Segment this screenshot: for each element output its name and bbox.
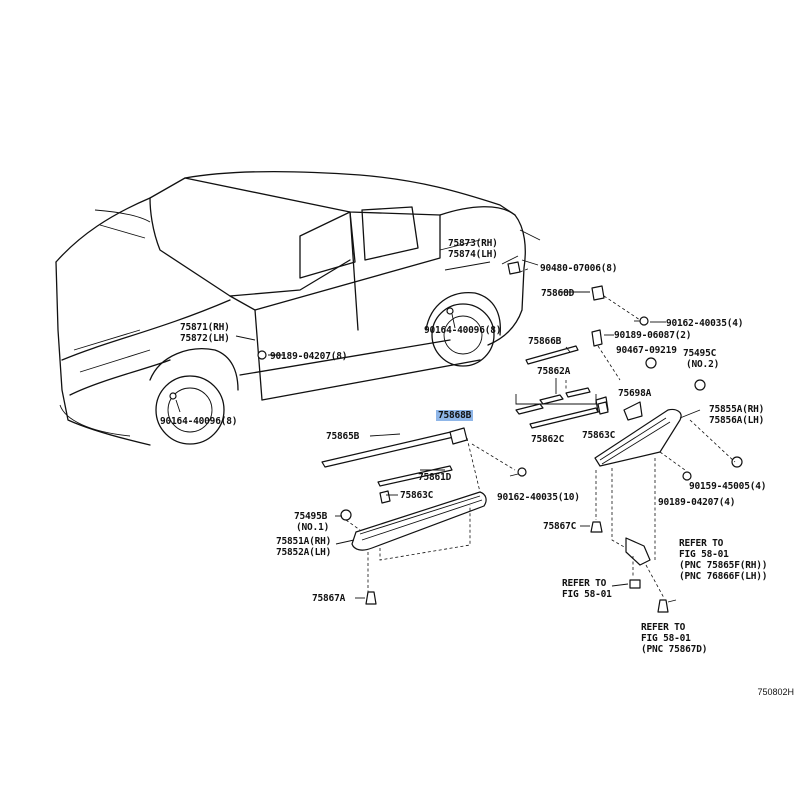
figure-id: 750802H (757, 687, 794, 697)
refer-note-2-line1[interactable]: REFER TO (562, 578, 607, 589)
fastener-icons (169, 261, 743, 613)
callout-90164-40096-upper[interactable]: 90164-40096(8) (424, 325, 502, 336)
callout-75861d[interactable]: 75861D (418, 472, 452, 483)
callout-75495b-no: (NO.1) (296, 522, 330, 533)
callout-75863c-left[interactable]: 75863C (400, 490, 434, 501)
refer-note-1-line3: (PNC 75865F(RH)) (679, 560, 768, 571)
callout-75873[interactable]: 75873(RH) (448, 238, 498, 249)
callout-lines (175, 255, 701, 603)
refer-note-1-line1[interactable]: REFER TO (679, 538, 724, 549)
callout-75866b[interactable]: 75866B (528, 336, 562, 347)
refer-note-3-line2[interactable]: FIG 58-01 (641, 633, 691, 644)
callout-75867c[interactable]: 75867C (543, 521, 577, 532)
callout-90189-04207-8[interactable]: 90189-04207(8) (270, 351, 348, 362)
callout-75863c-right[interactable]: 75863C (582, 430, 616, 441)
leader-lines (345, 267, 736, 599)
callout-90164-40096-lower[interactable]: 90164-40096(8) (160, 416, 238, 427)
callout-90189-06087[interactable]: 90189-06087(2) (614, 330, 692, 341)
refer-note-2-line2[interactable]: FIG 58-01 (562, 589, 612, 600)
highlight-marker: 75868B (436, 410, 474, 421)
refer-note-1-line4: (PNC 76866F(LH)) (679, 571, 768, 582)
callout-75698a[interactable]: 75698A (618, 388, 652, 399)
callout-90162-40035-10[interactable]: 90162-40035(10) (497, 492, 580, 503)
car-body-outline (55, 170, 541, 446)
callout-75855a[interactable]: 75855A(RH) (709, 404, 765, 415)
callout-90189-04207-4[interactable]: 90189-04207(4) (658, 497, 736, 508)
callout-75867a[interactable]: 75867A (312, 593, 346, 604)
callout-90480-07006[interactable]: 90480-07006(8) (540, 263, 618, 274)
callout-75852a[interactable]: 75852A(LH) (276, 547, 332, 558)
callout-90162-40035-4[interactable]: 90162-40035(4) (666, 318, 744, 329)
callout-75871[interactable]: 75871(RH) (180, 322, 230, 333)
callout-90159-45005[interactable]: 90159-45005(4) (689, 481, 767, 492)
callout-75872[interactable]: 75872(LH) (180, 333, 230, 344)
molding-strips-left (321, 427, 487, 551)
callout-75862a[interactable]: 75862A (537, 366, 571, 377)
callout-75856a[interactable]: 75856A(LH) (709, 415, 765, 426)
callout-90467-09219[interactable]: 90467-09219 (616, 345, 677, 356)
callout-75495b[interactable]: 75495B (294, 511, 328, 522)
callout-75495c[interactable]: 75495C (683, 348, 717, 359)
callout-75868d[interactable]: 75868D (541, 288, 575, 299)
callout-75874[interactable]: 75874(LH) (448, 249, 498, 260)
callout-75868b-highlighted[interactable]: 75868B (436, 410, 474, 421)
callout-75495c-no: (NO.2) (686, 359, 720, 370)
refer-note-1-line2[interactable]: FIG 58-01 (679, 549, 729, 560)
callout-75851a[interactable]: 75851A(RH) (276, 536, 332, 547)
refer-note-3-line3: (PNC 75867D) (641, 644, 708, 655)
callout-75862c[interactable]: 75862C (531, 434, 565, 445)
molding-strips-right (515, 345, 682, 566)
refer-note-3-line1[interactable]: REFER TO (641, 622, 686, 633)
callout-75865b[interactable]: 75865B (326, 431, 360, 442)
